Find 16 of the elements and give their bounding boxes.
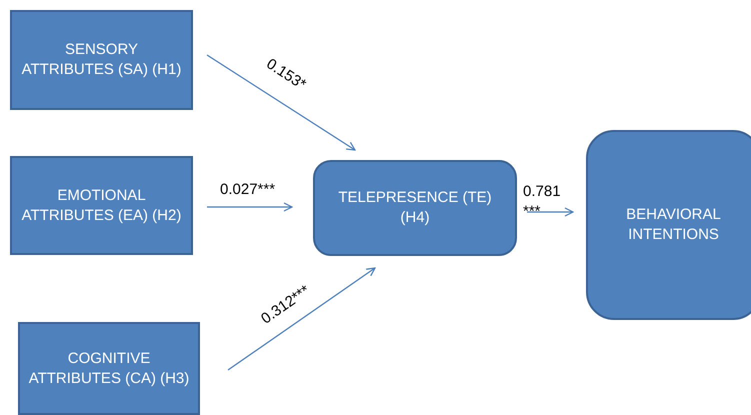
node-label: TELEPRESENCE (TE) (H4) — [337, 188, 493, 228]
mediator-box — [313, 160, 517, 256]
outcome-box — [586, 130, 751, 320]
construct-box — [18, 322, 200, 415]
node-label: SENSORY ATTRIBUTES (SA) (H1) — [20, 40, 182, 80]
edge-label: 0.027*** — [220, 180, 276, 200]
edge-label: 0.781 *** — [523, 182, 562, 222]
node-label: COGNITIVE ATTRIBUTES (CA) (H3) — [28, 348, 190, 388]
arrow — [207, 202, 293, 212]
arrow — [228, 267, 376, 370]
arrow — [206, 54, 356, 151]
arrow — [527, 207, 574, 217]
construct-box — [10, 156, 193, 255]
node-label: BEHAVIORAL INTENTIONS — [625, 205, 722, 245]
construct-box — [10, 10, 193, 110]
node-label: EMOTIONAL ATTRIBUTES (EA) (H2) — [20, 186, 182, 226]
